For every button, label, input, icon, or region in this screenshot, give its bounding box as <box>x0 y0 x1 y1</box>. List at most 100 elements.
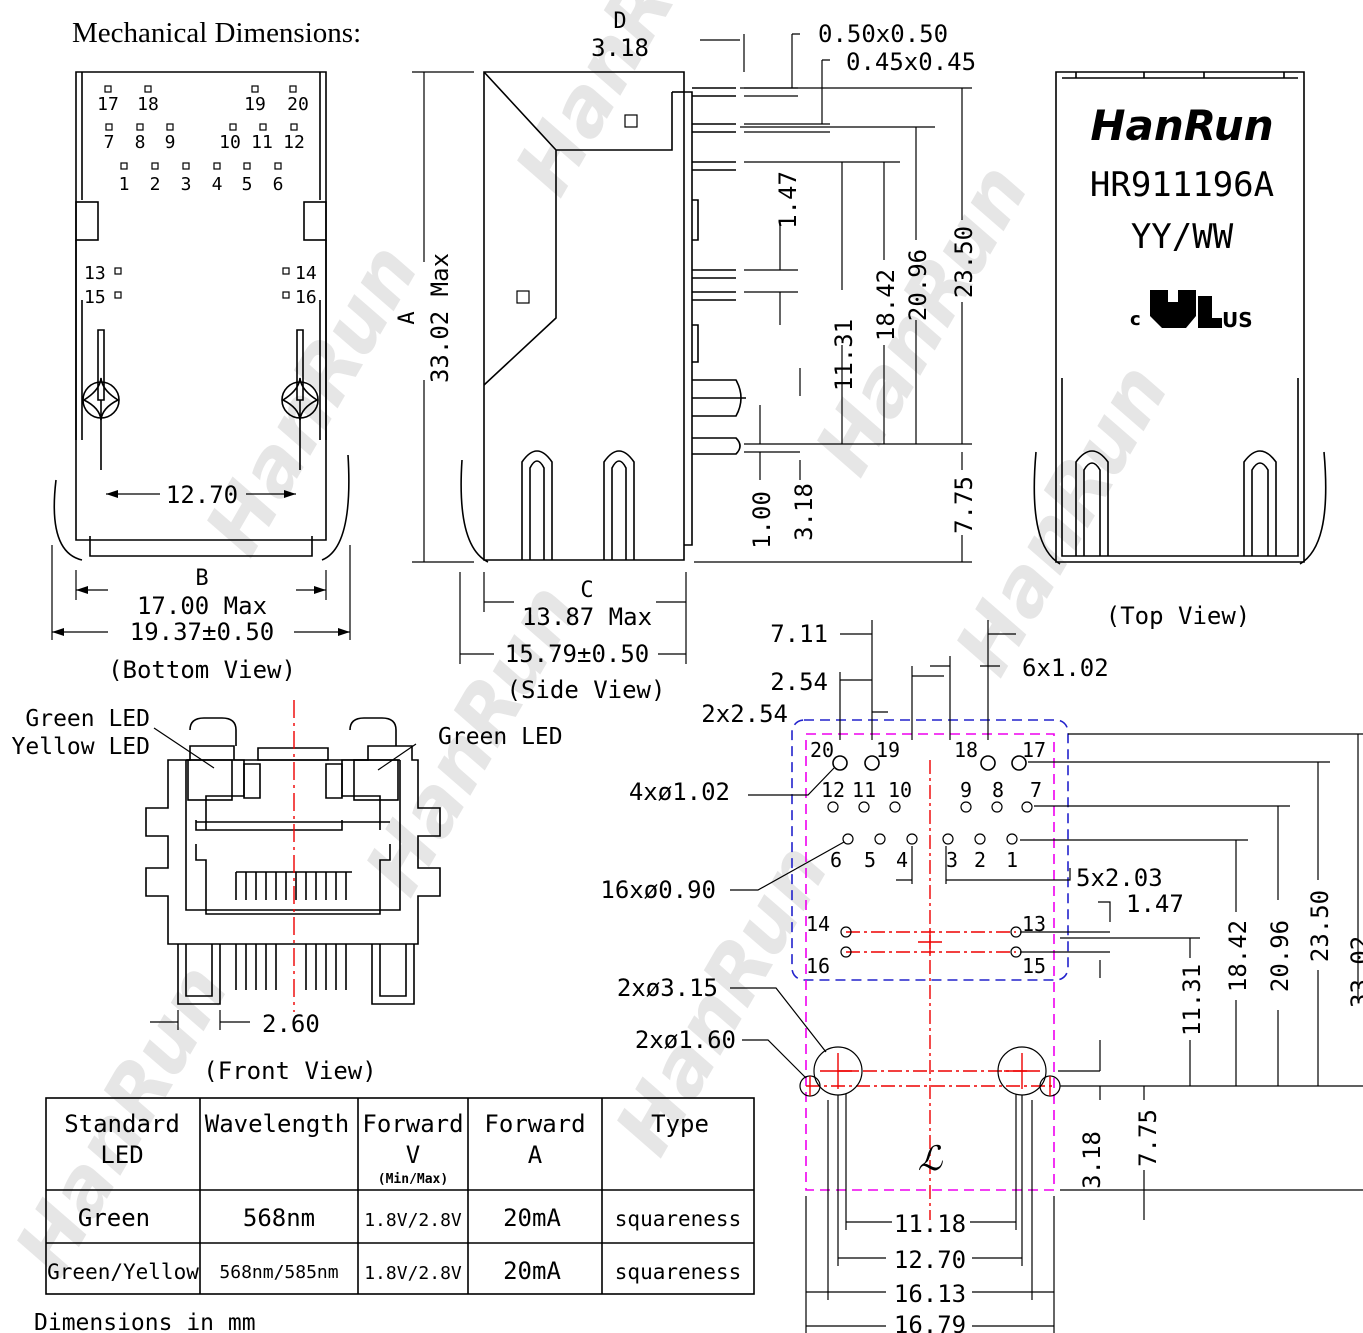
pin-label: 10 <box>219 132 241 153</box>
dim-label: 18.42 <box>1224 920 1252 992</box>
table-header: A <box>528 1141 543 1169</box>
dim-label: 6x1.02 <box>1022 654 1109 682</box>
pin-label: 4 <box>212 174 223 195</box>
view-caption: (Bottom View) <box>108 656 296 684</box>
pin-label: 15 <box>84 287 106 308</box>
pin-label: 6 <box>830 848 842 872</box>
bottom-view: 17 18 19 20 7 8 9 10 11 12 1 2 3 4 5 6 1… <box>51 71 351 684</box>
pin-label: 3 <box>946 848 958 872</box>
pin-label: 16 <box>295 287 317 308</box>
dim-label: 20.96 <box>1266 920 1294 992</box>
centerline-symbol: ℒ <box>918 1141 944 1178</box>
pin-label: 10 <box>888 778 912 802</box>
pin-label: 7 <box>1030 778 1042 802</box>
table-header: Forward <box>484 1110 585 1138</box>
view-caption: (Top View) <box>1106 602 1251 630</box>
dim-label: 2.54 <box>770 668 828 696</box>
table-cell: Green/Yellow <box>47 1260 199 1284</box>
pin-label: 14 <box>806 912 830 936</box>
footprint-view: 20 19 18 17 12 11 10 9 8 7 6 5 4 3 2 1 1… <box>600 620 1363 1333</box>
pin-label: 18 <box>137 94 159 115</box>
pin-label: 11 <box>251 132 273 153</box>
pin-label: 8 <box>992 778 1004 802</box>
dim-label: D <box>613 9 626 34</box>
dim-label: 23.50 <box>1306 890 1334 962</box>
part-number: HR911196A <box>1090 165 1274 205</box>
dim-label: 1.00 <box>748 491 776 549</box>
pin-label: 1 <box>1006 848 1018 872</box>
date-code: YY/WW <box>1131 217 1234 257</box>
dim-label: 23.50 <box>950 226 978 298</box>
side-view: D 3.18 0.50x0.50 0.45x0.45 1.47 11.31 18… <box>395 9 978 704</box>
table-cell: 20mA <box>503 1257 561 1285</box>
pin-label: 8 <box>135 132 146 153</box>
table-cell: squareness <box>615 1260 741 1284</box>
pin-label: 20 <box>810 738 834 762</box>
dim-label: 17.00 Max <box>137 592 267 620</box>
top-view: HanRun HR911196A YY/WW c US (Top View) <box>1033 71 1327 630</box>
pin-label: 9 <box>960 778 972 802</box>
pin-label: 1 <box>119 174 130 195</box>
table-header: Forward <box>362 1110 463 1138</box>
pin-label: 12 <box>821 778 845 802</box>
dim-label: 18.42 <box>872 269 900 341</box>
view-caption: (Front View) <box>203 1057 376 1085</box>
dim-label: 3.18 <box>790 483 818 541</box>
led-label: Green LED <box>438 724 563 750</box>
dim-label: 13.87 Max <box>522 603 652 631</box>
dim-label: 7.11 <box>770 620 828 648</box>
dim-label: 12.70 <box>894 1246 966 1274</box>
dim-label: B <box>195 566 208 591</box>
view-caption: (Side View) <box>507 676 666 704</box>
led-spec-table: Standard LED Wavelength Forward V (Min/M… <box>45 1097 755 1295</box>
pin-label: 5 <box>864 848 876 872</box>
pin-label: 19 <box>244 94 266 115</box>
table-header: Wavelength <box>205 1110 350 1138</box>
cert-label: c <box>1130 309 1141 330</box>
table-cell: squareness <box>615 1207 741 1231</box>
table-header: Type <box>651 1110 709 1138</box>
pin-label: 15 <box>1022 954 1046 978</box>
brand-logo: HanRun <box>1090 101 1273 150</box>
pin-label: 5 <box>242 174 253 195</box>
table-cell: 568nm/585nm <box>219 1262 338 1283</box>
led-label: Green LED <box>25 706 150 732</box>
dim-label: 2x2.54 <box>701 700 788 728</box>
pin-label: 18 <box>954 738 978 762</box>
pin-label: 17 <box>1022 738 1046 762</box>
pin-label: 14 <box>295 263 317 284</box>
dim-label: 20.96 <box>904 249 932 321</box>
pin-label: 13 <box>84 263 106 284</box>
table-header: LED <box>100 1141 143 1169</box>
dim-label: 1.47 <box>774 171 802 229</box>
dim-label: 3.18 <box>591 34 649 62</box>
dim-label: 0.50x0.50 <box>818 20 948 48</box>
page-title: Mechanical Dimensions: <box>72 17 361 49</box>
front-view: Green LED Yellow LED Green LED 2.60 (Fro… <box>12 700 563 1085</box>
dim-label: 19.37±0.50 <box>130 618 275 646</box>
cert-label: US <box>1222 308 1253 332</box>
dim-label: A <box>395 311 420 324</box>
pin-label: 9 <box>165 132 176 153</box>
pin-label: 12 <box>283 132 305 153</box>
table-cell: 1.8V/2.8V <box>364 1263 462 1284</box>
units-note: Dimensions in mm <box>34 1310 256 1333</box>
table-cell: 1.8V/2.8V <box>364 1210 462 1231</box>
dim-label: 1.47 <box>1126 890 1184 918</box>
dim-label: 11.18 <box>894 1210 966 1238</box>
ul-mark-icon <box>1150 290 1222 328</box>
led-label: Yellow LED <box>12 734 150 760</box>
pin-label: 16 <box>806 954 830 978</box>
pin-label: 2 <box>150 174 161 195</box>
dim-label: 5x2.03 <box>1076 864 1163 892</box>
dim-label: 11.31 <box>1178 964 1206 1036</box>
dim-label: 12.70 <box>166 481 238 509</box>
pin-label: 4 <box>896 848 908 872</box>
dim-label: 2xø1.60 <box>635 1026 736 1054</box>
pin-label: 7 <box>104 132 115 153</box>
pin-label: 19 <box>876 738 900 762</box>
dim-label: 33.02 <box>1346 936 1363 1008</box>
pin-label: 20 <box>287 94 309 115</box>
pin-label: 2 <box>974 848 986 872</box>
